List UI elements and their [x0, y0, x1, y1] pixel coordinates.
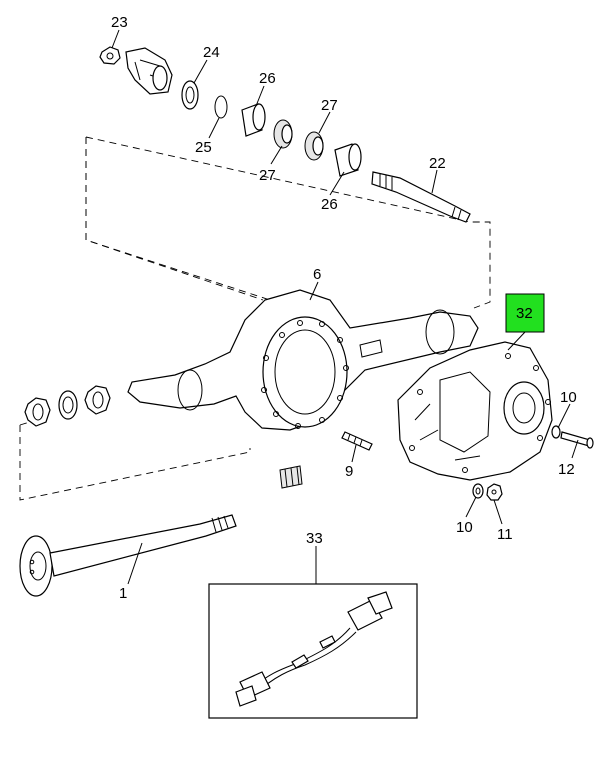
highlight-box-32	[505, 293, 545, 333]
dashed-group-outline-lower	[19, 421, 251, 501]
callout-26-lower: 26	[321, 196, 338, 213]
oil-seal-part	[181, 80, 199, 110]
callout-10-right: 10	[560, 389, 577, 406]
spindle-nut-outer-part	[24, 397, 51, 427]
callout-27-lower: 27	[259, 167, 276, 184]
callout-23: 23	[111, 14, 128, 31]
callout-11: 11	[497, 526, 513, 543]
callout-12: 12	[558, 461, 575, 478]
axle-shaft-part	[19, 514, 237, 597]
snap-ring-part	[214, 95, 228, 119]
bearing-cup-upper-part	[241, 103, 266, 137]
spindle-nut-inner-part	[84, 385, 111, 415]
callout-24: 24	[203, 44, 220, 61]
washer-right-part	[551, 425, 561, 439]
bearing-cup-lower-part	[334, 143, 362, 177]
small-bearing-part	[279, 465, 303, 489]
callout-1: 1	[119, 585, 127, 602]
housing-bolt-holes	[261, 320, 349, 429]
differential-carrier-part	[397, 341, 553, 481]
callout-26-upper: 26	[259, 70, 276, 87]
callout-10-lower: 10	[456, 519, 473, 536]
pinion-yoke-part	[125, 47, 173, 95]
pinion-shaft-part	[371, 171, 471, 223]
callout-25: 25	[195, 139, 212, 156]
dashed-group-outline-upper-path	[85, 136, 491, 309]
callout-6: 6	[313, 266, 321, 283]
lock-washer-part	[58, 390, 78, 420]
washer-lower-part	[472, 483, 484, 499]
leader-lines	[111, 29, 579, 585]
carrier-bolt-holes	[409, 353, 551, 473]
nut-part	[486, 483, 503, 501]
bearing-cone-b-part	[304, 131, 324, 161]
pinion-nut-part	[99, 46, 121, 65]
callout-22: 22	[429, 155, 446, 172]
bearing-cone-a-part	[273, 119, 293, 149]
stud-part	[341, 431, 373, 451]
axle-housing-part	[127, 289, 479, 431]
bolt-part	[560, 431, 594, 449]
wiring-harness-part	[235, 591, 393, 707]
callout-32: 32	[516, 305, 533, 322]
dashed-group-outline-upper	[85, 137, 264, 301]
callout-27-upper: 27	[321, 97, 338, 114]
callout-33: 33	[306, 530, 323, 547]
callout-9: 9	[345, 463, 353, 480]
